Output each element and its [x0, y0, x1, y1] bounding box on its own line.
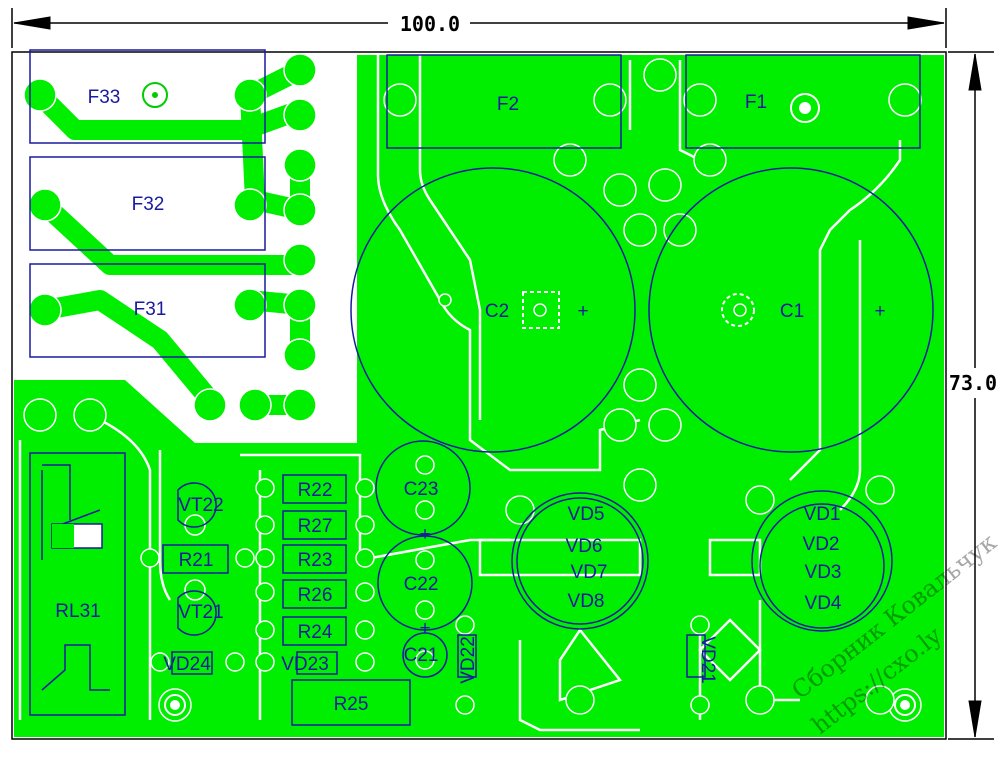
width-dimension	[11, 8, 947, 48]
diode-vd24-outline	[171, 651, 213, 675]
label-vd1: VD1	[804, 504, 841, 525]
label-vd21: VD21	[697, 636, 718, 684]
silkscreen	[29, 49, 934, 726]
resistor-r25-outline	[291, 679, 411, 726]
isolation-channels	[18, 55, 902, 732]
width-dimension-label: 100.0	[400, 12, 460, 36]
label-vd3: VD3	[805, 562, 842, 583]
label-c1: C1	[780, 301, 804, 322]
label-vd23: VD23	[281, 654, 329, 675]
diode-vd21-outline	[686, 634, 706, 678]
fuse-f32-outline	[29, 156, 266, 251]
relay-coil-pad	[52, 524, 74, 548]
pads	[23, 53, 922, 722]
fuse-f33-outline	[29, 49, 266, 144]
label-vd8: VD8	[568, 591, 605, 612]
label-r26: R26	[298, 585, 333, 606]
label-r21: R21	[179, 550, 214, 571]
label-vd6: VD6	[566, 536, 603, 557]
capacitor-c2-outline	[350, 167, 636, 453]
transistor-vt21-outline	[177, 590, 217, 636]
label-vt21: VT21	[178, 602, 223, 623]
label-f2: F2	[497, 94, 519, 115]
capacitor-c1-outline	[648, 167, 934, 453]
label-c21-plus: +	[419, 618, 430, 639]
fuse-f2-outline	[386, 54, 622, 149]
label-vd7: VD7	[571, 562, 608, 583]
mounting-holes	[142, 82, 916, 716]
height-dimension-label: 73.0	[949, 371, 997, 395]
height-dimension	[948, 51, 994, 740]
label-f1: F1	[745, 92, 767, 113]
label-c21: C21	[404, 645, 439, 666]
transistor-vt22-outline	[177, 482, 217, 528]
bridge-vd1-4-outline	[751, 490, 893, 632]
resistor-r27-outline	[282, 510, 347, 540]
resistor-r23-outline	[282, 544, 347, 574]
label-r24: R24	[298, 622, 333, 643]
label-vd2: VD2	[803, 534, 840, 555]
label-vt22: VT22	[178, 495, 223, 516]
diode-vd22-outline	[457, 634, 477, 678]
fuse-f31-outline	[29, 263, 266, 358]
relay-rl31-outline	[29, 452, 126, 716]
resistor-r24-outline	[282, 616, 347, 646]
label-c22: C22	[404, 574, 439, 595]
label-r22: R22	[298, 480, 333, 501]
label-c2-plus: +	[577, 301, 588, 322]
diode-vd23-outline	[296, 651, 338, 675]
resistor-r21-outline	[162, 544, 229, 574]
resistor-r22-outline	[282, 474, 347, 504]
label-vd5: VD5	[568, 504, 605, 525]
label-f32: F32	[132, 194, 165, 215]
resistor-r26-outline	[282, 579, 347, 609]
label-r23: R23	[298, 550, 333, 571]
label-c23: C23	[404, 479, 439, 500]
label-vd24: VD24	[163, 654, 211, 675]
capacitor-c22-outline	[377, 535, 473, 631]
label-vd4: VD4	[805, 593, 842, 614]
label-f33: F33	[88, 87, 121, 108]
label-c2: C2	[485, 301, 509, 322]
fuse-f1-outline	[685, 54, 921, 149]
label-r25: R25	[334, 694, 369, 715]
label-r27: R27	[298, 516, 333, 537]
label-vd22: VD22	[458, 636, 479, 684]
capacitor-c23-outline	[375, 440, 471, 536]
label-c1-plus: +	[874, 301, 885, 322]
bridge-vd5-8-outline	[511, 492, 649, 630]
capacitor-c21-outline	[402, 632, 448, 678]
label-c22-plus: +	[419, 524, 430, 545]
label-rl31: RL31	[55, 601, 100, 622]
label-f31: F31	[134, 299, 167, 320]
